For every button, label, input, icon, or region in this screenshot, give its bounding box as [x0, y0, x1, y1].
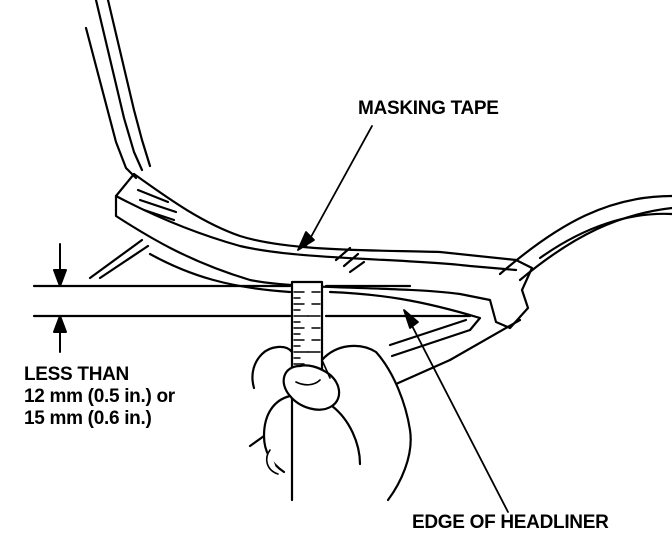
less-than-line-2: 12 mm (0.5 in.) or	[24, 386, 175, 407]
windshield-pillar	[84, 0, 152, 180]
masking-tape-label: MASKING TAPE	[358, 98, 499, 119]
less-than-line-3: 15 mm (0.6 in.)	[24, 408, 152, 429]
hand	[248, 344, 412, 502]
roof-right-panel	[498, 194, 672, 282]
masking-tape-strip	[114, 172, 534, 330]
dimension-arrows	[53, 243, 67, 353]
less-than-label: LESS THAN 12 mm (0.5 in.) or 15 mm (0.6 …	[24, 364, 175, 430]
edge-of-headliner-label: EDGE OF HEADLINER	[412, 512, 609, 533]
leader-lines	[297, 125, 509, 513]
reference-lines	[32, 284, 472, 318]
less-than-line-1: LESS THAN	[24, 364, 129, 385]
